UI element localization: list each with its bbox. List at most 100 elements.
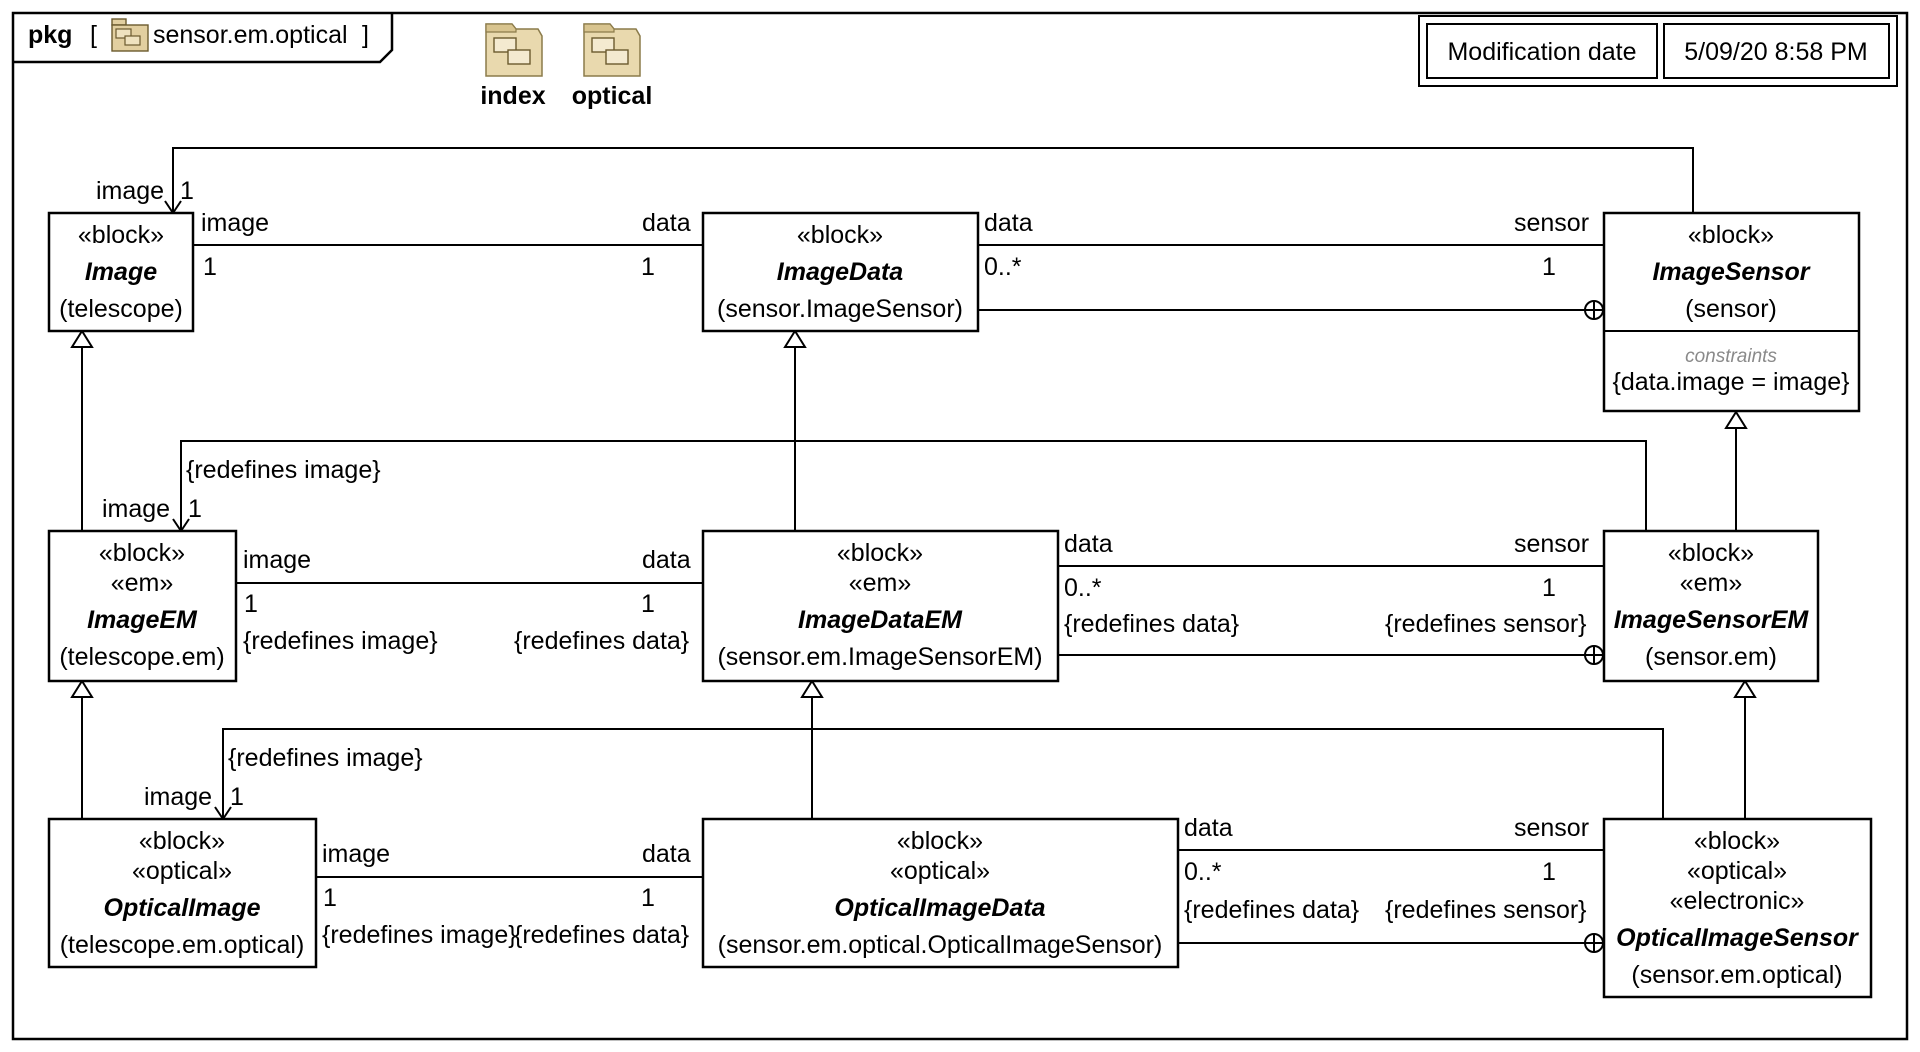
- role-label: image: [144, 783, 212, 811]
- role-label: data: [1184, 814, 1233, 842]
- block-owner: (sensor): [1685, 295, 1777, 323]
- role-label: image: [96, 177, 164, 205]
- multiplicity-label: 1: [230, 783, 244, 811]
- stereotype-block: «block»: [1694, 827, 1780, 855]
- multiplicity-label: 1: [323, 884, 337, 912]
- modification-date-table: Modification date 5/09/20 8:58 PM: [1418, 15, 1898, 87]
- association-opticalsensor-opticalimage: [222, 728, 1664, 819]
- package-icon: [485, 23, 543, 77]
- block-name: OpticalImageData: [834, 894, 1045, 922]
- multiplicity-label: 1: [203, 253, 217, 281]
- stereotype-block: «block»: [897, 827, 983, 855]
- role-label: data: [642, 546, 691, 574]
- constraint-label: {redefines image}: [228, 744, 423, 772]
- stereotype-block: «block»: [139, 827, 225, 855]
- stereotype-block: «block»: [797, 221, 883, 249]
- generalization-arrow: [1733, 679, 1757, 698]
- stereotype-block: «block»: [837, 539, 923, 567]
- frame-tab: [13, 13, 394, 64]
- role-label: sensor: [1514, 814, 1589, 842]
- constraint-label: {redefines data}: [1064, 610, 1239, 638]
- frame-bracket-close: ]: [362, 21, 369, 49]
- package-optical[interactable]: optical: [572, 23, 653, 110]
- stereotype-block: «block»: [1668, 539, 1754, 567]
- package-icon: [583, 23, 641, 77]
- stereotype-em: «em»: [111, 569, 174, 597]
- stereotype-optical: «optical»: [132, 857, 232, 885]
- package-icon: [111, 18, 149, 52]
- stereotype-em: «em»: [849, 569, 912, 597]
- block-owner: (sensor.em): [1645, 643, 1777, 671]
- multiplicity-label: 1: [180, 177, 194, 205]
- frame-bracket-open: [: [90, 21, 97, 49]
- block-name: OpticalImageSensor: [1616, 924, 1859, 952]
- constraint-label: {redefines data}: [514, 627, 689, 655]
- multiplicity-label: 1: [1542, 574, 1556, 602]
- package-index-label: index: [480, 82, 545, 110]
- block-owner: (sensor.em.ImageSensorEM): [717, 643, 1042, 671]
- block-opticalimagedata[interactable]: «block» «optical» OpticalImageData (sens…: [701, 817, 1180, 969]
- package-optical-label: optical: [572, 82, 653, 110]
- multiplicity-label: 0..*: [1064, 574, 1102, 602]
- block-name: ImageData: [777, 258, 904, 286]
- role-label: image: [243, 546, 311, 574]
- block-imagesensorem[interactable]: «block» «em» ImageSensorEM (sensor.em): [1602, 529, 1820, 683]
- block-imagedataem[interactable]: «block» «em» ImageDataEM (sensor.em.Imag…: [701, 529, 1060, 683]
- multiplicity-label: 1: [1542, 253, 1556, 281]
- compartment-title: constraints: [1685, 346, 1777, 367]
- role-label: data: [984, 209, 1033, 237]
- multiplicity-label: 1: [1542, 858, 1556, 886]
- role-label: data: [642, 209, 691, 237]
- block-name: OpticalImage: [104, 894, 261, 922]
- block-owner: (telescope): [59, 295, 183, 323]
- multiplicity-label: 0..*: [1184, 858, 1222, 886]
- block-owner: (telescope.em): [59, 643, 224, 671]
- block-imagedata[interactable]: «block» ImageData (sensor.ImageSensor): [701, 211, 980, 333]
- role-label: sensor: [1514, 530, 1589, 558]
- role-label: image: [201, 209, 269, 237]
- block-owner: (sensor.em.optical): [1631, 961, 1842, 989]
- block-name: ImageEM: [87, 606, 198, 634]
- constraint-text: {data.image = image}: [1613, 368, 1850, 396]
- generalization-arrow: [800, 679, 824, 698]
- constraint-label: {redefines image}: [243, 627, 438, 655]
- block-name: ImageSensorEM: [1614, 606, 1810, 634]
- multiplicity-label: 0..*: [984, 253, 1022, 281]
- role-label: data: [642, 840, 691, 868]
- stereotype-block: «block»: [99, 539, 185, 567]
- generalization-arrow: [70, 679, 94, 698]
- stereotype-optical: «optical»: [890, 857, 990, 885]
- frame-package-name: sensor.em.optical: [153, 21, 348, 49]
- role-label: image: [102, 495, 170, 523]
- diagram-frame: [11, 11, 1909, 1041]
- stereotype-electronic: «electronic»: [1670, 887, 1805, 915]
- role-label: sensor: [1514, 209, 1589, 237]
- frame-keyword: pkg: [28, 21, 72, 49]
- role-label: data: [1064, 530, 1113, 558]
- block-owner: (sensor.em.optical.OpticalImageSensor): [718, 931, 1163, 959]
- stereotype-em: «em»: [1680, 569, 1743, 597]
- block-image[interactable]: «block» Image (telescope): [47, 211, 195, 333]
- association-sensor-image: [172, 147, 1694, 213]
- association-sensorem-imageem: [180, 440, 1647, 531]
- modification-date-value: 5/09/20 8:58 PM: [1684, 38, 1867, 66]
- block-owner: (sensor.ImageSensor): [717, 295, 963, 323]
- generalization-arrow: [783, 329, 807, 348]
- stereotype-block: «block»: [1688, 221, 1774, 249]
- modification-date-label: Modification date: [1447, 38, 1636, 66]
- generalization-arrow: [1724, 410, 1748, 429]
- constraint-label: {redefines data}: [1184, 896, 1359, 924]
- constraint-label: {redefines sensor}: [1385, 896, 1587, 924]
- block-opticalimagesensor[interactable]: «block» «optical» «electronic» OpticalIm…: [1602, 817, 1873, 999]
- package-index[interactable]: index: [480, 23, 546, 110]
- constraint-label: {redefines image}: [186, 456, 381, 484]
- multiplicity-label: 1: [641, 253, 655, 281]
- block-imagesensor[interactable]: «block» ImageSensor (sensor) constraints…: [1602, 211, 1861, 413]
- block-opticalimage[interactable]: «block» «optical» OpticalImage (telescop…: [47, 817, 318, 969]
- multiplicity-label: 1: [641, 884, 655, 912]
- block-imageem[interactable]: «block» «em» ImageEM (telescope.em): [47, 529, 238, 683]
- constraint-label: {redefines data}: [514, 921, 689, 949]
- multiplicity-label: 1: [641, 590, 655, 618]
- block-owner: (telescope.em.optical): [60, 931, 305, 959]
